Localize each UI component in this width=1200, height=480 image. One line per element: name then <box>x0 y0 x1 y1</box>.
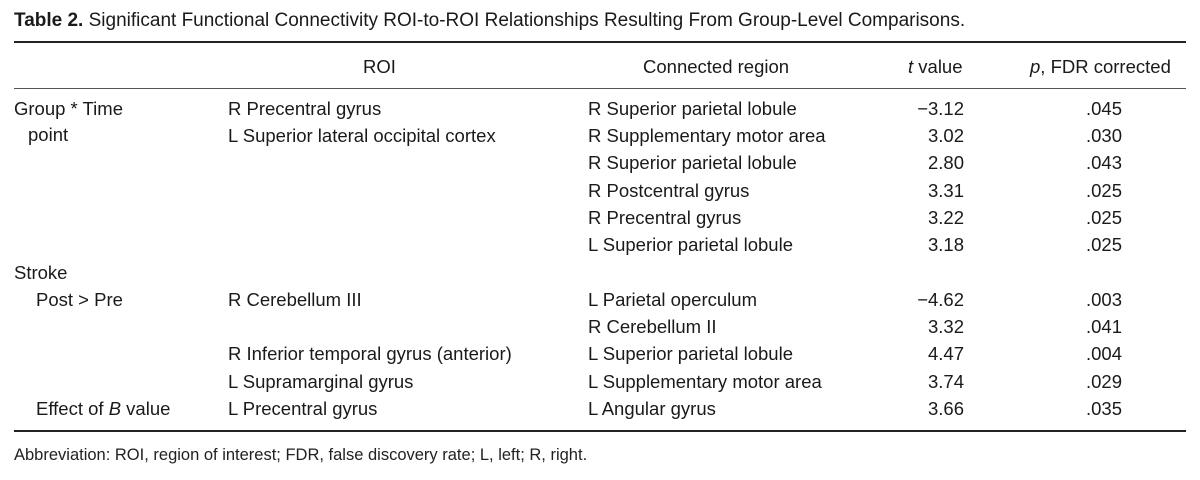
connected-region-cell: R Supplementary motor area <box>588 125 826 146</box>
header-connected-region: Connected region <box>643 56 790 77</box>
connected-region-cell: L Superior parietal lobule <box>588 343 793 364</box>
bottom-rule <box>14 430 1186 432</box>
effect-b-pre: Effect of <box>36 398 109 419</box>
header-rule <box>14 88 1186 89</box>
p-value-cell: .043 <box>1085 152 1122 173</box>
p-value-cell: .025 <box>1085 180 1122 201</box>
p-value-cell: .025 <box>1085 234 1122 255</box>
p-value-cell: .003 <box>1085 289 1122 310</box>
top-rule <box>14 41 1186 43</box>
connected-region-cell: R Postcentral gyrus <box>588 180 750 201</box>
group-label-effect-b: Effect of B value <box>36 398 170 420</box>
p-value-cell: .045 <box>1085 98 1122 119</box>
t-value-cell: 4.47 <box>927 343 964 364</box>
group-label-post-pre: Post > Pre <box>36 289 123 310</box>
table-label: Table 2. <box>14 10 84 31</box>
header-p-fdr: p, FDR corrected <box>1030 56 1171 78</box>
roi-cell: R Precentral gyrus <box>228 98 382 119</box>
connected-region-cell: R Precentral gyrus <box>588 207 742 228</box>
group-label-stroke: Stroke <box>14 262 68 283</box>
header-p-italic: p <box>1030 56 1041 77</box>
header-t-rest: value <box>913 56 963 77</box>
connected-region-cell: R Cerebellum II <box>588 316 717 337</box>
header-t-italic: t <box>908 56 914 77</box>
t-value-cell: −3.12 <box>917 98 964 119</box>
roi-cell: R Cerebellum III <box>228 289 362 310</box>
table-title: Significant Functional Connectivity ROI-… <box>88 10 966 31</box>
group-label-group-time: Group * Time <box>14 98 123 119</box>
connected-region-cell: L Angular gyrus <box>588 398 716 419</box>
header-p-rest: , FDR corrected <box>1040 56 1171 77</box>
group-label-group-time-cont: point <box>28 124 69 145</box>
connected-region-cell: R Superior parietal lobule <box>588 152 797 173</box>
roi-cell: L Superior lateral occipital cortex <box>228 125 496 146</box>
t-value-cell: 3.66 <box>927 398 964 419</box>
p-value-cell: .041 <box>1085 316 1122 337</box>
p-value-cell: .035 <box>1085 398 1122 419</box>
table-caption: Table 2. Significant Functional Connecti… <box>14 10 965 32</box>
p-value-cell: .025 <box>1085 207 1122 228</box>
t-value-cell: 3.31 <box>927 180 964 201</box>
t-value-cell: 3.32 <box>927 316 964 337</box>
roi-cell: L Precentral gyrus <box>228 398 378 419</box>
t-value-cell: 2.80 <box>927 152 964 173</box>
connected-region-cell: L Superior parietal lobule <box>588 234 793 255</box>
effect-b-post: value <box>121 398 171 419</box>
p-value-cell: .029 <box>1085 371 1122 392</box>
table-footnote: Abbreviation: ROI, region of interest; F… <box>14 446 588 464</box>
effect-b-italic: B <box>108 398 122 419</box>
header-t-value: t value <box>908 56 963 78</box>
t-value-cell: 3.02 <box>927 125 964 146</box>
t-value-cell: −4.62 <box>917 289 964 310</box>
connected-region-cell: L Supplementary motor area <box>588 371 822 392</box>
t-value-cell: 3.22 <box>927 207 964 228</box>
p-value-cell: .004 <box>1085 343 1122 364</box>
t-value-cell: 3.74 <box>927 371 964 392</box>
connected-region-cell: R Superior parietal lobule <box>588 98 797 119</box>
header-roi: ROI <box>363 56 396 77</box>
connected-region-cell: L Parietal operculum <box>588 289 757 310</box>
t-value-cell: 3.18 <box>927 234 964 255</box>
roi-cell: R Inferior temporal gyrus (anterior) <box>228 343 512 364</box>
roi-cell: L Supramarginal gyrus <box>228 371 414 392</box>
p-value-cell: .030 <box>1085 125 1122 146</box>
